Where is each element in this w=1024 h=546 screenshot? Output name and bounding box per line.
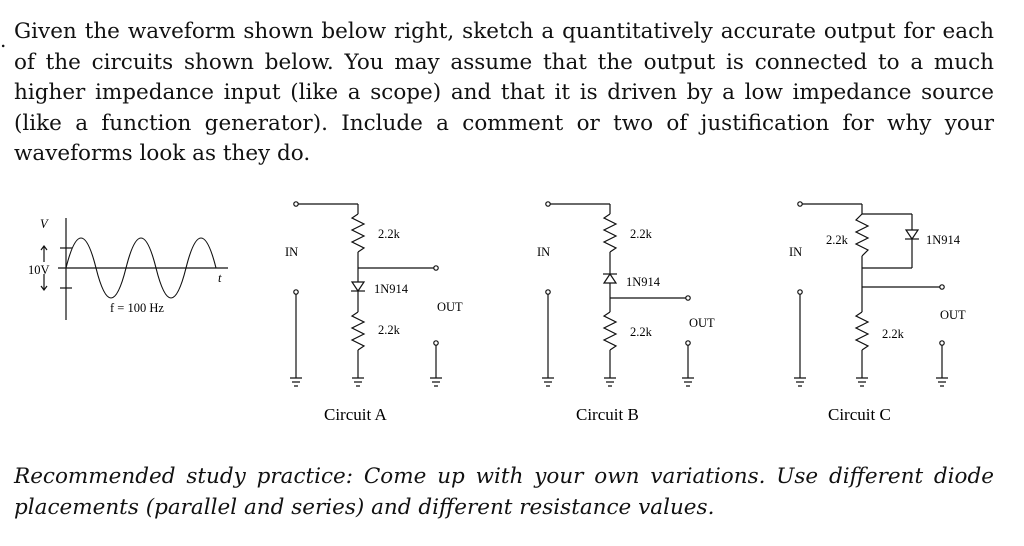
- resistor-r1-c: [854, 213, 870, 257]
- t-axis-label: t: [218, 271, 222, 285]
- circuit-a-diode-label: 1N914: [374, 282, 409, 296]
- circuit-c-out-label: OUT: [940, 308, 966, 322]
- circuit-c-r1-label: 2.2k: [826, 233, 849, 247]
- diode-b: [602, 272, 618, 284]
- circuit-b-r2-label: 2.2k: [630, 325, 653, 339]
- circuit-a-out-label: OUT: [437, 300, 463, 314]
- circuit-b-out-label: OUT: [689, 316, 715, 330]
- circuit-a-r1-label: 2.2k: [378, 227, 401, 241]
- ground-icon: [352, 377, 364, 387]
- ground-icon: [936, 377, 948, 387]
- resistor-r2-a: [350, 311, 366, 351]
- resistor-r1-b: [602, 213, 618, 253]
- circuit-b-r1-label: 2.2k: [630, 227, 653, 241]
- ground-icon: [682, 377, 694, 387]
- input-waveform: [40, 218, 228, 320]
- resistor-r2-c: [854, 311, 870, 351]
- circuit-b-in-label: IN: [537, 245, 550, 259]
- resistor-r2-b: [602, 311, 618, 351]
- sine-wave: [65, 237, 217, 299]
- ground-icon: [604, 377, 616, 387]
- circuit-c-in-label: IN: [789, 245, 802, 259]
- frequency-label: f = 100 Hz: [110, 301, 164, 315]
- amplitude-label: 10V: [28, 263, 50, 277]
- circuit-a-in-label: IN: [285, 245, 298, 259]
- circuit-c: [797, 201, 945, 378]
- circuit-b: [545, 201, 691, 378]
- v-axis-label: V: [40, 217, 49, 231]
- circuit-b-diode-label: 1N914: [626, 275, 661, 289]
- ground-icon: [794, 377, 806, 387]
- problem-statement: Given the waveform shown below right, sk…: [14, 19, 994, 166]
- ground-icon: [430, 377, 442, 387]
- resistor-r1-a: [350, 213, 366, 253]
- circuit-c-r2-label: 2.2k: [882, 327, 905, 341]
- circuit-a-title: Circuit A: [324, 405, 388, 424]
- study-practice-note: Recommended study practice: Come up with…: [14, 464, 994, 520]
- circuit-a: [293, 201, 439, 378]
- circuit-c-title: Circuit C: [828, 405, 891, 424]
- diode-c: [904, 229, 920, 241]
- circuit-a-r2-label: 2.2k: [378, 323, 401, 337]
- ground-icon: [856, 377, 868, 387]
- circuit-b-title: Circuit B: [576, 405, 639, 424]
- ground-icons: [290, 377, 948, 387]
- diode-a: [350, 281, 366, 293]
- ground-icon: [290, 377, 302, 387]
- circuit-c-diode-label: 1N914: [926, 233, 961, 247]
- ground-icon: [542, 377, 554, 387]
- problem-marker: .: [0, 28, 7, 52]
